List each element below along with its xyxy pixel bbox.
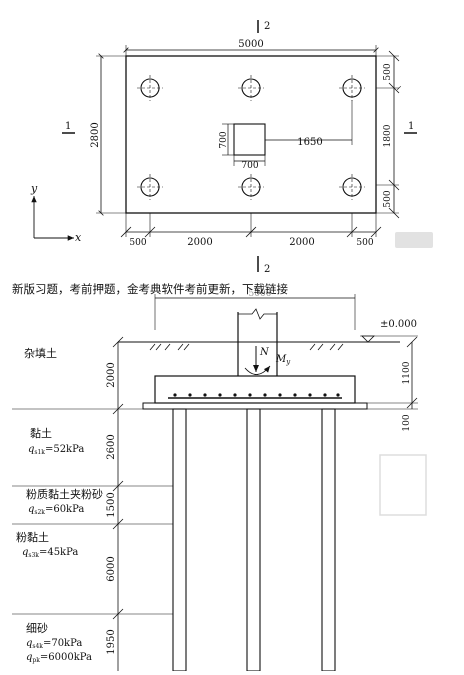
section-1-right-label: 1 [408,121,414,132]
axis-x-label: x [75,231,82,244]
dim-right-mid: 1800 [383,124,393,147]
section-2-bottom-label: 2 [264,264,270,275]
watermark-box [379,454,427,516]
dim-right-bottom: 500 [383,190,393,207]
rebar-dots [173,393,340,397]
dim-total-height: 2800 [90,122,101,147]
moment-arc [244,365,271,375]
layer-thickness: 1500 [106,492,117,517]
ground-hatch [149,343,344,351]
plan-view: 2 5000 2800 1 1 500 1800 500 [30,20,417,275]
layer-param: qs2k=60kPa [28,504,84,516]
cushion-layer [142,402,368,410]
section-1-left-label: 1 [65,121,71,132]
dim-bottom-4: 500 [356,238,373,248]
layer-thickness: 2000 [106,362,117,387]
pile-section [172,408,187,672]
layer-name: 细砂 [26,622,48,635]
pile-section [321,408,336,672]
elevation-label: ±0.000 [380,319,417,330]
column-plan [233,123,266,156]
column-size-h: 700 [241,161,258,171]
pile-cap-section [154,375,356,404]
section-2-top-label: 2 [264,21,270,32]
layer-boundaries [12,408,173,615]
dim-total-width: 5000 [238,39,263,50]
layer-thickness: 1950 [106,629,117,654]
load-n-label: N [259,347,270,358]
caption-text: 新版习题，考前押题，金考典软件考前更新，下载链接 [12,282,288,296]
dim-100: 100 [402,414,412,431]
section-view: 5000 ±0.000 N My [12,289,418,672]
axis-y-label: y [30,182,38,195]
layer-param: qpk=6000kPa [26,652,92,664]
section-top-dim: 5000 [249,289,272,299]
layer-name: 粉质黏土夹粉砂 [26,487,103,501]
dim-right-top: 500 [383,63,393,80]
layer-param: qs1k=52kPa [28,444,84,456]
layer-param: qs4k=70kPa [26,638,82,650]
dim-offset: 1650 [297,137,322,148]
layer-param: qs3k=45kPa [22,547,78,559]
layer-thickness: 6000 [106,556,117,581]
moment-label: My [275,354,291,366]
layer-name: 粉黏土 [16,530,49,544]
pile-section [246,408,261,672]
dim-bottom-3: 2000 [289,237,314,248]
dim-bottom-2: 2000 [187,237,212,248]
layer-name: 黏土 [30,426,52,440]
layer-thickness: 2600 [106,434,117,459]
layer-name: 杂填土 [24,346,57,360]
column-size-v: 700 [219,131,229,148]
dim-1100: 1100 [402,361,412,384]
piles-section [172,408,336,672]
dim-bottom-1: 500 [129,238,146,248]
watermark-smudge [395,232,433,248]
